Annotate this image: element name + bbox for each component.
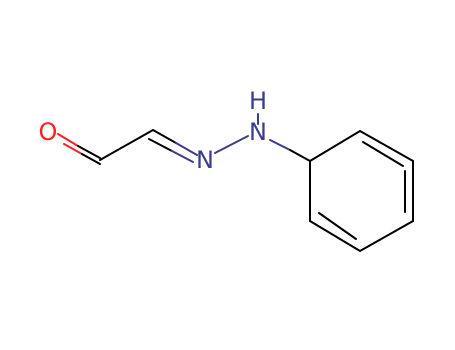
carbon-nitrogen-double-bond-b	[148, 138, 173, 152]
carbon-carbon-bond	[99, 129, 154, 161]
nitrogen-atom-label-imine: N	[196, 146, 214, 174]
benzene-inner-bond-1	[318, 212, 357, 240]
carbon-nitrogen-double-bond-a	[152, 129, 177, 144]
benzene-inner-bond-2	[362, 141, 404, 167]
oxygen-atom-label: O	[39, 118, 58, 146]
aldehyde-co-bond-carbon-inner	[81, 153, 101, 165]
nitrogen-phenyl-bond-c	[289, 149, 311, 162]
aldehyde-co-bond-carbon-outer	[77, 145, 101, 159]
benzene-ring-outer	[309, 129, 414, 253]
nitrogen-atom-label-amine: N	[249, 118, 267, 146]
aldehyde-co-bond-outer	[57, 133, 79, 147]
carbon-nitrogen-double-bond-b-n	[171, 150, 194, 163]
hydrogen-atom-label: H	[249, 87, 267, 115]
carbon-nitrogen-double-bond-a-n	[175, 142, 198, 156]
nitrogen-nitrogen-bond	[214, 135, 249, 154]
nitrogen-phenyl-bond-n	[269, 139, 291, 151]
aldehyde-co-bond-inner	[63, 143, 83, 155]
